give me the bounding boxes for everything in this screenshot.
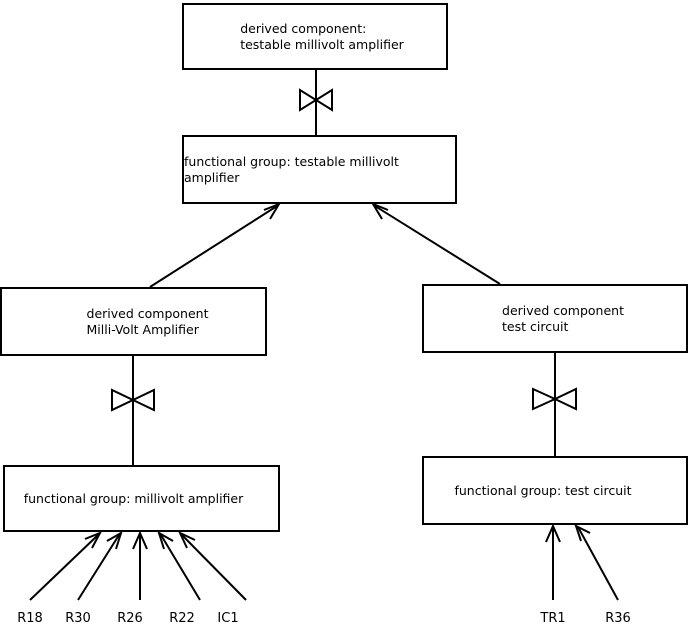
arrowhead-r36 [574, 524, 591, 542]
edge-line-dctest-to-fgtop [374, 205, 501, 285]
derived-component-test-circuit-box[interactable]: derived component test circuit [422, 284, 688, 353]
leaf-label-r18: R18 [17, 611, 43, 626]
arrowhead-ic1 [177, 530, 196, 549]
arrowhead-r22 [157, 530, 174, 550]
edge-line-dcmva-to-fgtop [149, 205, 278, 288]
arrowhead-dctest-to-fgtop [370, 201, 389, 220]
functional-group-testable-millivolt-amplifier-box[interactable]: functional group: testable millivolt amp… [182, 135, 457, 204]
leaf-label-r26: R26 [117, 611, 143, 626]
functional-group-test-circuit-box[interactable]: functional group: test circuit [422, 456, 688, 525]
derived-component-milli-volt-amplifier-box[interactable]: derived component Milli-Volt Amplifier [0, 287, 267, 356]
leaf-label-tr1: TR1 [540, 611, 566, 626]
edge-line-ic1 [181, 534, 247, 601]
edge-line-r18 [29, 534, 99, 601]
node-label: derived component: testable millivolt am… [240, 20, 404, 52]
node-label: functional group: test circuit [454, 482, 632, 498]
arrowhead-tr1 [545, 523, 561, 543]
arrowhead-dcmva-to-fgtop [263, 201, 282, 220]
node-label: functional group: testable millivolt amp… [184, 153, 399, 185]
node-label: functional group: millivolt amplifier [23, 490, 244, 506]
bowtie-icon-top [299, 88, 333, 112]
edge-line-r22 [160, 534, 201, 601]
leaf-label-r22: R22 [169, 611, 195, 626]
bowtie-icon-right [532, 387, 577, 411]
bowtie-icon-left [111, 388, 155, 412]
functional-group-millivolt-amplifier-box[interactable]: functional group: millivolt amplifier [3, 465, 280, 532]
node-label: derived component Milli-Volt Amplifier [86, 305, 209, 337]
edge-line-r36 [577, 526, 619, 601]
arrowhead-r26 [132, 530, 148, 550]
derived-component-testable-millivolt-amplifier-box[interactable]: derived component: testable millivolt am… [182, 3, 448, 70]
leaf-label-ic1: IC1 [217, 611, 239, 626]
node-label: derived component test circuit [502, 302, 624, 334]
leaf-label-r30: R30 [65, 611, 91, 626]
leaf-label-r36: R36 [605, 611, 631, 626]
edge-line-r30 [77, 534, 120, 601]
arrowhead-r18 [84, 531, 103, 549]
arrowhead-r30 [106, 530, 123, 550]
